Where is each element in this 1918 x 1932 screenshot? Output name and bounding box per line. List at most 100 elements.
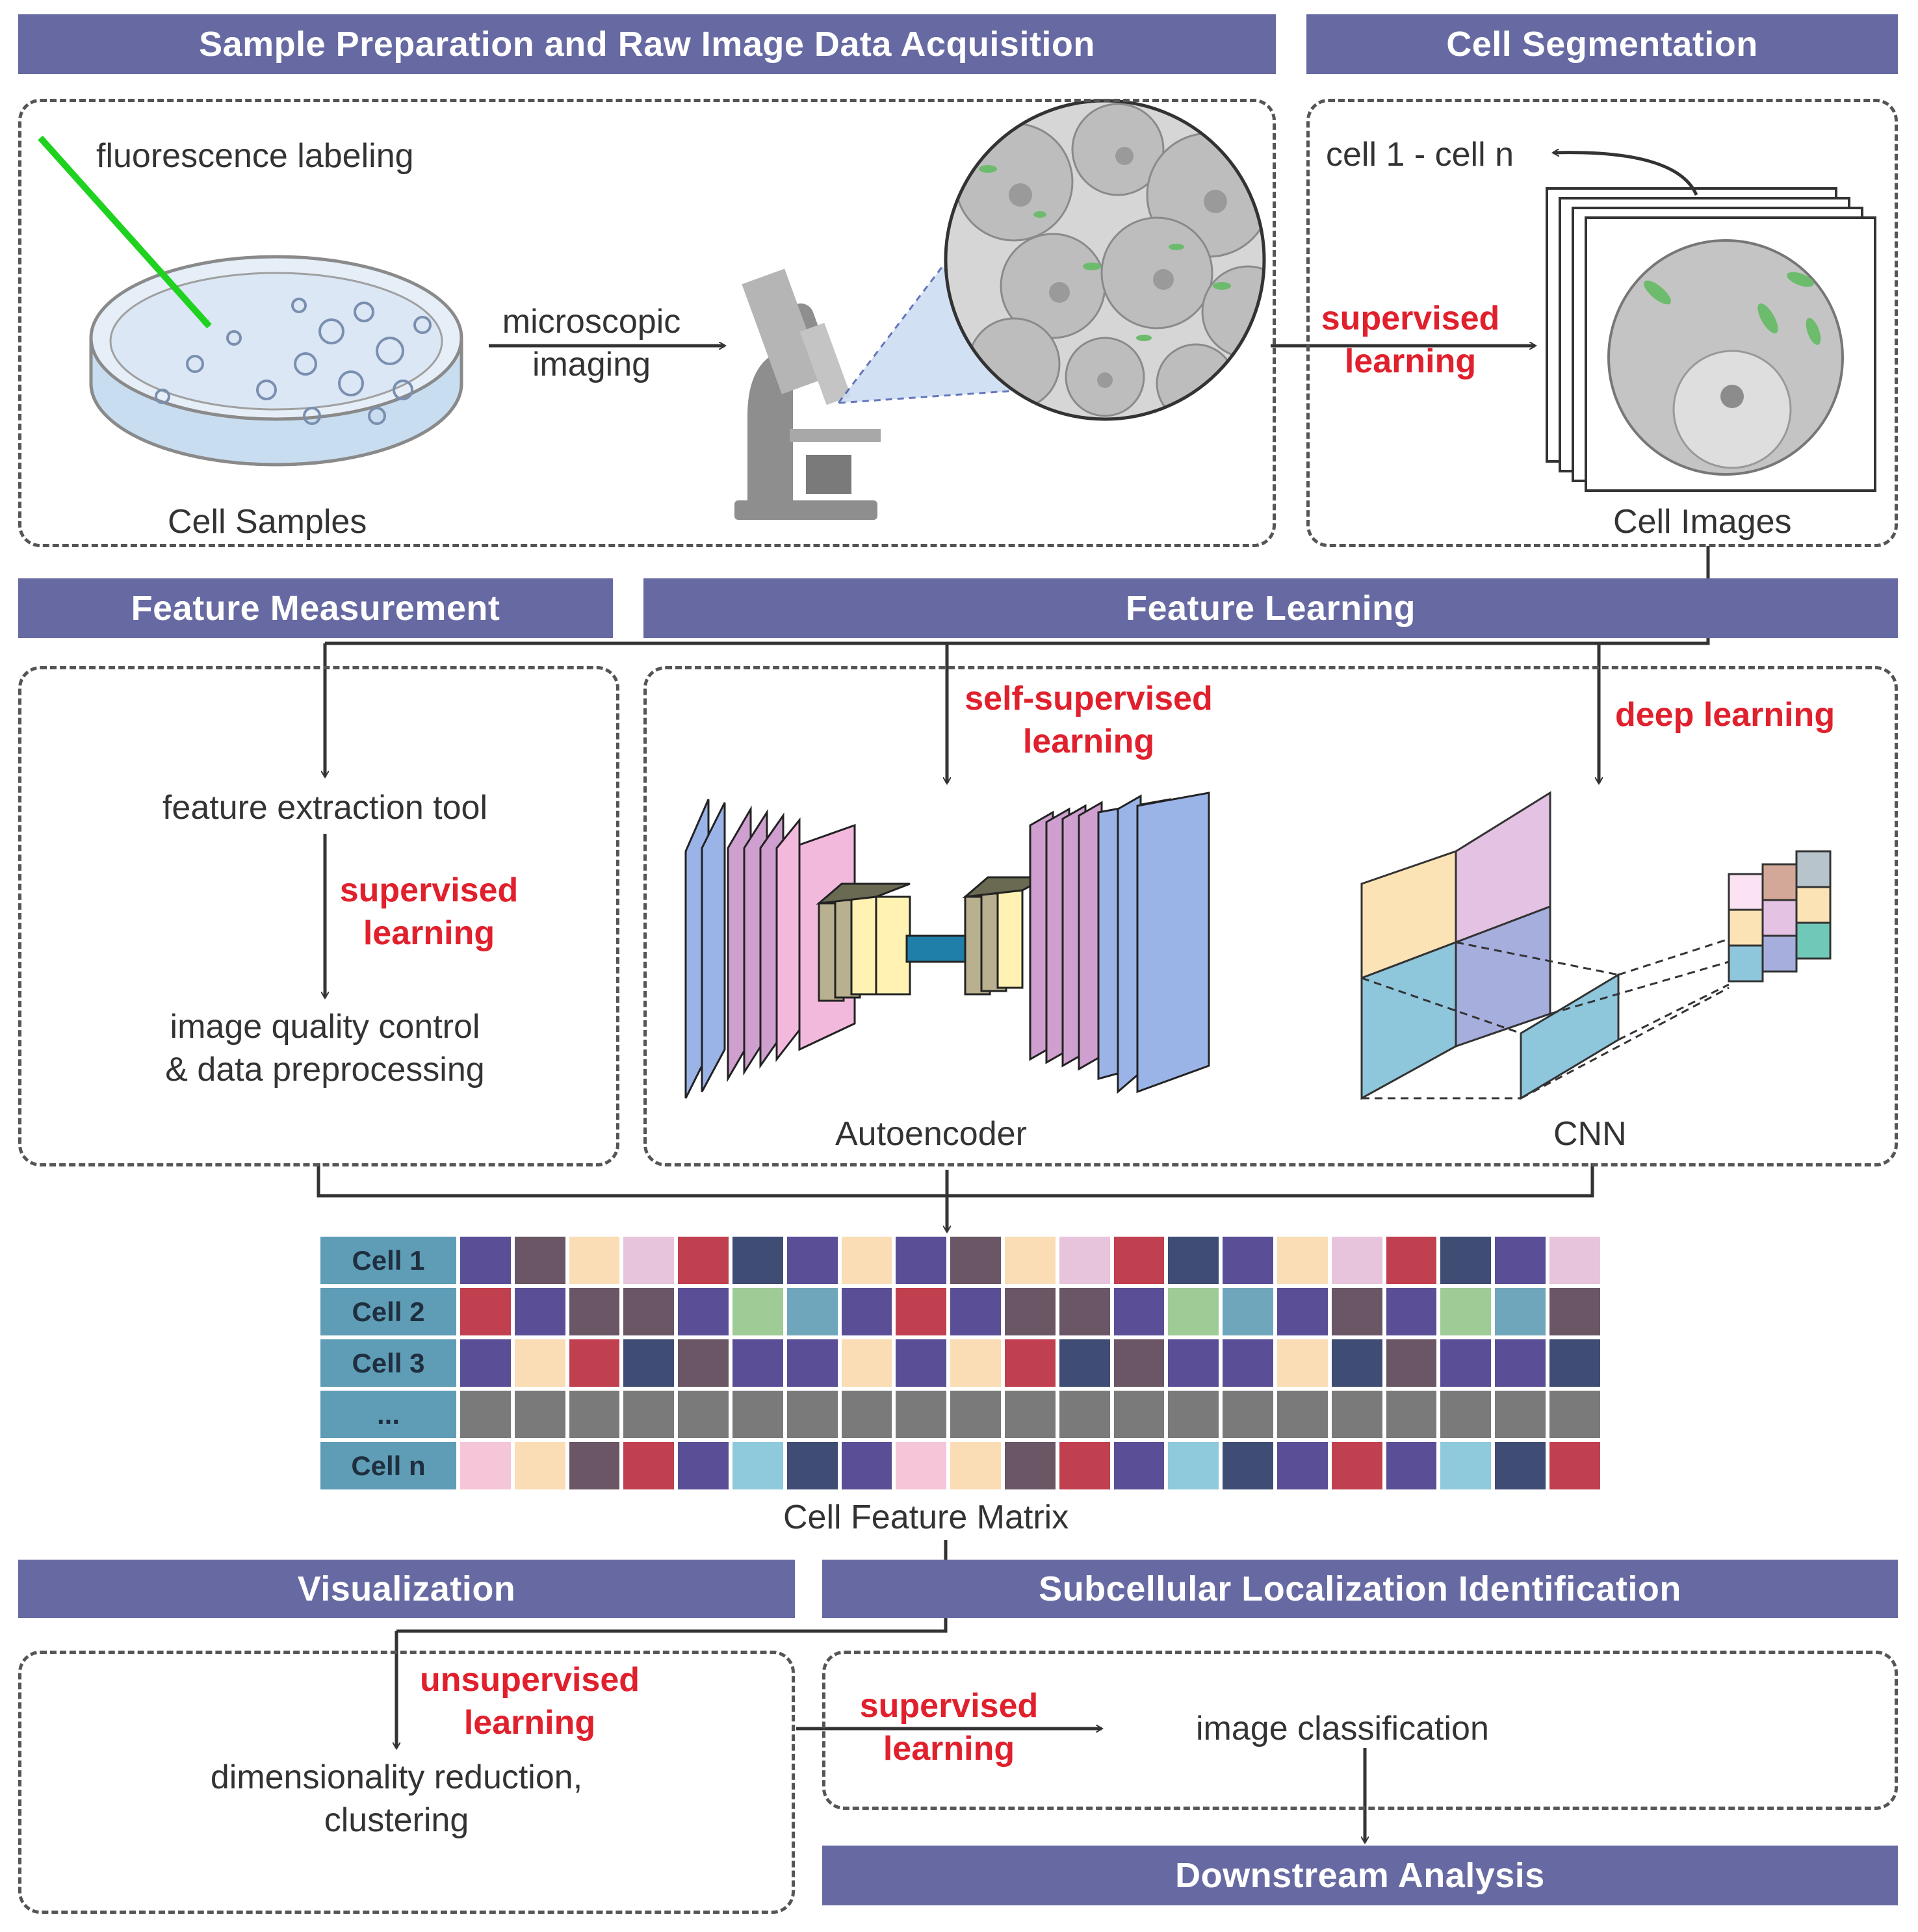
cnn-label: CNN (1553, 1115, 1627, 1153)
matrix-cell (1548, 1440, 1602, 1491)
cell-range-arrow (1553, 153, 1698, 196)
matrix-cell (839, 1337, 894, 1389)
matrix-cell (1384, 1337, 1439, 1389)
matrix-cell (567, 1235, 622, 1286)
matrix-cell (512, 1235, 567, 1286)
matrix-cell (512, 1440, 567, 1491)
header-measurement: Feature Measurement (18, 578, 613, 638)
matrix-cell (1221, 1235, 1275, 1286)
matrix-cell (894, 1235, 949, 1286)
matrix-cell (1003, 1389, 1057, 1440)
matrix-cell (621, 1389, 677, 1440)
self-sup-line2: learning (1022, 723, 1155, 761)
matrix-cell (731, 1389, 785, 1440)
cnn-icon (1360, 791, 1832, 1100)
matrix-cell (839, 1440, 894, 1491)
matrix-cell (1057, 1389, 1112, 1440)
cell-image-stack-icon (1546, 187, 1876, 492)
matrix-cell (676, 1286, 731, 1337)
matrix-cell (839, 1235, 894, 1286)
matrix-cell (1111, 1389, 1167, 1440)
matrix-cell (1003, 1337, 1057, 1389)
matrix-cell (784, 1440, 840, 1491)
fluorescence-arrow (38, 135, 212, 329)
matrix-cell (1166, 1337, 1221, 1389)
panel-localization (822, 1651, 1898, 1810)
matrix-cell (567, 1337, 622, 1389)
loc-sup-line1: supervised (859, 1687, 1039, 1725)
matrix-cell (458, 1337, 513, 1389)
quality-line2: & data preprocessing (165, 1051, 485, 1089)
matrix-cell (1003, 1235, 1057, 1286)
matrix-cell (894, 1286, 949, 1337)
matrix-cell (1384, 1286, 1439, 1337)
cell-samples-label: Cell Samples (168, 503, 367, 541)
matrix-cell (1384, 1440, 1439, 1491)
seg-sup-line2: learning (1344, 342, 1477, 381)
cell-images-label: Cell Images (1613, 503, 1792, 541)
matrix-cell (1493, 1389, 1548, 1440)
matrix-cell (1329, 1440, 1384, 1491)
quality-control-label: image quality control & data preprocessi… (78, 1004, 572, 1092)
matrix-cell (1329, 1286, 1384, 1337)
cell-range-label: cell 1 - cell n (1326, 136, 1514, 174)
measurement-supervised-label: supervised learning (331, 868, 526, 956)
matrix-cell (1384, 1235, 1439, 1286)
matrix-cell (731, 1286, 785, 1337)
matrix-cell (1111, 1440, 1167, 1491)
loc-sup-line2: learning (883, 1730, 1015, 1768)
matrix-cell (621, 1440, 677, 1491)
bottom-connector (396, 1540, 1365, 1842)
matrix-cell (1329, 1389, 1384, 1440)
seg-sup-line1: supervised (1321, 300, 1500, 337)
matrix-cell (731, 1235, 785, 1286)
self-supervised-label: self-supervised learning (946, 676, 1232, 764)
matrix-cell (784, 1389, 840, 1440)
matrix-cell (621, 1235, 677, 1286)
matrix-cell (1548, 1286, 1602, 1337)
matrix-cell (839, 1389, 894, 1440)
segmentation-supervised-label: supervised learning (1306, 296, 1514, 384)
matrix-cell (1438, 1337, 1494, 1389)
matrix-cell (512, 1286, 567, 1337)
matrix-cell (1438, 1235, 1494, 1286)
matrix-cell (567, 1286, 622, 1337)
matrix-cell (458, 1389, 513, 1440)
matrix-cell (621, 1286, 677, 1337)
matrix-cell (1166, 1440, 1221, 1491)
matrix-row-label: Cell 3 (318, 1337, 458, 1389)
matrix-cell (1221, 1337, 1275, 1389)
matrix-cell (567, 1389, 622, 1440)
matrix-row-label: Cell n (318, 1440, 458, 1491)
fm-sup-line2: learning (363, 914, 495, 953)
unsup-line2: learning (463, 1704, 596, 1742)
matrix-cell (512, 1389, 567, 1440)
matrix-cell (567, 1440, 622, 1491)
matrix-cell (1438, 1440, 1494, 1491)
matrix-cell (676, 1235, 731, 1286)
matrix-cell (948, 1235, 1003, 1286)
matrix-cell (948, 1389, 1003, 1440)
unsupervised-label: unsupervised learning (403, 1657, 656, 1745)
matrix-cell (458, 1440, 513, 1491)
self-sup-line1: self-supervised (965, 680, 1213, 717)
microscopic-imaging-label: microscopic imaging (484, 299, 699, 387)
matrix-cell (458, 1286, 513, 1337)
matrix-cell (948, 1337, 1003, 1389)
matrix-cell (1057, 1440, 1112, 1491)
autoencoder-label: Autoencoder (835, 1115, 1027, 1153)
matrix-cell (784, 1286, 840, 1337)
matrix-cell (1548, 1337, 1602, 1389)
matrix-cell (1384, 1389, 1439, 1440)
matrix-cell (784, 1235, 840, 1286)
matrix-cell (1057, 1337, 1112, 1389)
matrix-cell (1166, 1286, 1221, 1337)
matrix-cell (839, 1286, 894, 1337)
matrix-cell (894, 1389, 949, 1440)
header-learning: Feature Learning (643, 578, 1898, 638)
matrix-cell (1438, 1286, 1494, 1337)
matrix-cell (894, 1337, 949, 1389)
